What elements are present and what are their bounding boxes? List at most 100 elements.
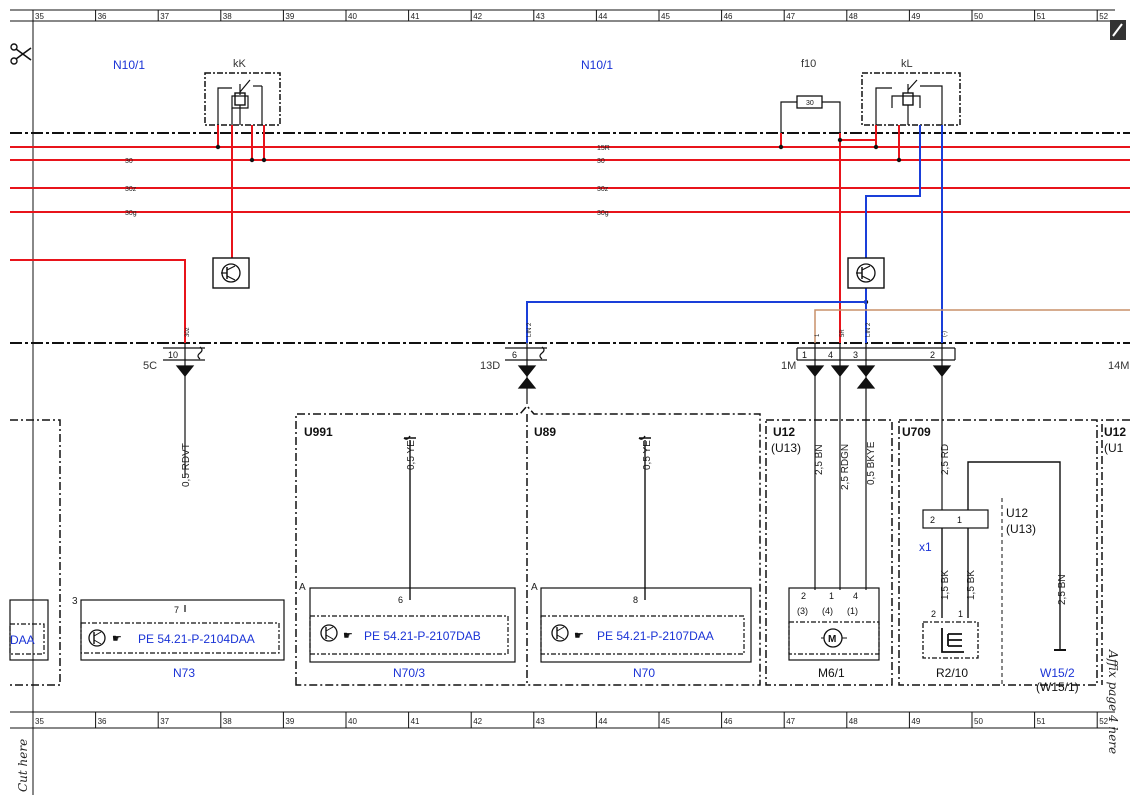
f10-label: f10 <box>801 58 816 70</box>
hand-pointer-icon: ☛ <box>112 633 122 645</box>
svg-text:2: 2 <box>801 591 806 601</box>
bus-30-label-mid: 30 <box>597 158 605 165</box>
pin-1-label: 1 <box>815 333 821 337</box>
svg-text:1: 1 <box>957 515 962 525</box>
transistor-icon <box>212 257 250 289</box>
conn-5c-label: 5C <box>143 360 157 372</box>
n70-ref: PE 54.21-P-2107DAA <box>597 629 714 643</box>
svg-text:(3): (3) <box>797 606 808 616</box>
ruler-label: 39 <box>285 717 294 726</box>
ruler-label: 35 <box>35 12 44 21</box>
u12-label: U12 <box>773 425 795 439</box>
n70-3-name: N70/3 <box>393 666 425 680</box>
pin-minus-label: (-) <box>942 331 948 337</box>
ruler-label: 36 <box>98 12 107 21</box>
ruler-label: 38 <box>223 717 232 726</box>
m6-1-name: M6/1 <box>818 666 845 680</box>
pin-5r-label: 5R <box>840 329 846 337</box>
fuse-f10: 30 <box>780 95 841 133</box>
ruler-label: 38 <box>223 12 232 21</box>
svg-text:1: 1 <box>829 591 834 601</box>
ruler-label: 51 <box>1037 12 1046 21</box>
kk-label: kK <box>233 58 247 70</box>
ruler-label: 40 <box>348 12 357 21</box>
transistor-icon <box>551 624 569 642</box>
transistor-icon <box>320 624 338 642</box>
ruler-label: 42 <box>473 12 482 21</box>
n10-mid-label: N10/1 <box>581 58 613 72</box>
hand-pointer-icon: ☛ <box>574 630 584 642</box>
ruler-label: 41 <box>411 717 420 726</box>
n10-left-label: N10/1 <box>113 58 145 72</box>
bus-30z-label-mid: 30z <box>597 186 609 193</box>
wire-bn: 2,5 BN <box>814 444 825 475</box>
conn-1m-label: 1M <box>781 360 796 372</box>
motor-icon: M <box>821 628 847 648</box>
svg-text:(1): (1) <box>847 606 858 616</box>
conn-13d-label: 13D <box>480 360 500 372</box>
conn-14m-label: 14M <box>1108 360 1129 372</box>
ruler-label: 43 <box>536 717 545 726</box>
kl-label: kL <box>901 58 913 70</box>
left-partial-module: DAA <box>9 599 49 661</box>
ruler-label: 51 <box>1037 717 1046 726</box>
pin-1m-4: 4 <box>828 350 833 360</box>
pin-1m-3: 3 <box>853 350 858 360</box>
transistor-icon <box>88 629 106 647</box>
ruler-label: 35 <box>35 717 44 726</box>
wire-ye-2: 0,5 YE <box>642 440 653 470</box>
svg-text:3: 3 <box>72 596 78 607</box>
wire-rdgn: 2,5 RDGN <box>840 444 851 490</box>
module-n70: U89 A 8 ☛ PE 54.21-P-2107DAA N70 <box>531 425 752 680</box>
u12b-label: U12 <box>1006 506 1028 520</box>
lower-wires <box>403 435 1066 651</box>
ruler-label: 52 <box>1099 717 1108 726</box>
svg-text:2: 2 <box>930 515 935 525</box>
cut-here-label: Cut here <box>16 738 30 792</box>
module-w15-2: U12 (U13) W15/2 (W15/1) <box>1001 498 1079 694</box>
wire-rd: 2,5 RD <box>940 444 951 475</box>
svg-text:7: 7 <box>174 605 179 615</box>
relay-kl <box>861 72 961 126</box>
affix-label: Affix page 4 here <box>1106 650 1120 755</box>
brown-wire <box>814 309 1130 343</box>
ruler-label: 41 <box>411 12 420 21</box>
ruler-label: 43 <box>536 12 545 21</box>
wire-bk-2: 1,5 BK <box>966 570 977 600</box>
pin-30z-label: 30z <box>185 327 191 337</box>
module-r2-10: U709 2 1 x1 2 1 R2/10 <box>902 425 989 680</box>
hand-pointer-icon: ☛ <box>343 630 353 642</box>
corner-mark-icon <box>1110 20 1126 40</box>
transistor-icon <box>847 257 885 289</box>
bus-15r-label: 15R <box>597 145 610 152</box>
red-wires-kk <box>10 125 900 343</box>
ruler-label: 48 <box>849 12 858 21</box>
ruler-label: 45 <box>661 717 670 726</box>
pin-6: 6 <box>512 350 517 360</box>
svg-text:8: 8 <box>633 595 638 605</box>
svg-text:2: 2 <box>931 609 936 619</box>
module-n70-3: U991 A 6 ☛ PE 54.21-P-2107DAB N70/3 <box>299 425 516 680</box>
ruler-label: 50 <box>974 717 983 726</box>
fuse-value: 30 <box>806 100 814 107</box>
u709-label: U709 <box>902 425 931 439</box>
pin-lin2-label-b: LIN 2 <box>866 322 872 337</box>
pin-10: 10 <box>168 350 178 360</box>
u89-label: U89 <box>534 425 556 439</box>
pin-1m-2: 2 <box>930 350 935 360</box>
wire-ye-1: 0,5 YE <box>406 440 417 470</box>
ruler-label: 46 <box>724 717 733 726</box>
u12-right-label: U12 <box>1104 425 1126 439</box>
wire-labels: 0,5 RDVT 0,5 YE 0,5 YE 2,5 BN 2,5 RDGN 0… <box>181 440 1068 605</box>
junction-dots <box>215 137 902 305</box>
ruler-label: 40 <box>348 717 357 726</box>
module-n73: 3 7 ☛ PE 54.21-P-2104DAA N73 <box>72 596 285 680</box>
svg-text:(4): (4) <box>822 606 833 616</box>
ruler-label: 45 <box>661 12 670 21</box>
bus-30z-label-left: 30z <box>125 186 137 193</box>
module-boxes <box>10 404 1130 686</box>
ruler-label: 46 <box>724 12 733 21</box>
svg-text:A: A <box>299 582 306 593</box>
